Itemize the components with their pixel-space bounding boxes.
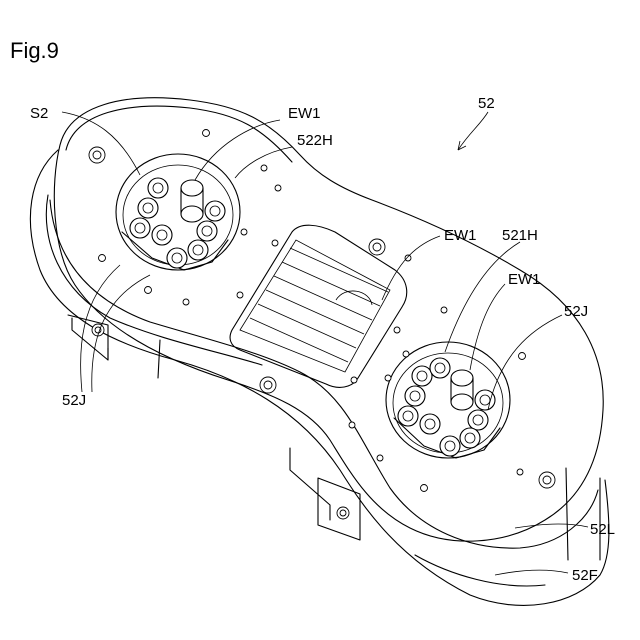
frame-body: [30, 150, 609, 605]
label-522h: 522H: [297, 132, 333, 149]
label-52: 52: [478, 95, 495, 112]
label-52j-right: 52J: [564, 303, 588, 320]
left-opening: [116, 154, 240, 270]
right-electrode: [451, 370, 473, 410]
label-52l: 52L: [590, 521, 615, 538]
label-ew1-mid: EW1: [444, 227, 477, 244]
figure-title: Fig.9: [10, 38, 59, 63]
label-s2: S2: [30, 105, 48, 122]
lower-plate: [50, 200, 598, 548]
right-opening: [386, 342, 510, 458]
label-52j-left: 52J: [62, 392, 86, 409]
label-ew1-top: EW1: [288, 105, 321, 122]
label-ew1-right: EW1: [508, 271, 541, 288]
left-electrode: [181, 180, 203, 222]
label-52f: 52F: [572, 567, 598, 584]
label-521h: 521H: [502, 227, 538, 244]
